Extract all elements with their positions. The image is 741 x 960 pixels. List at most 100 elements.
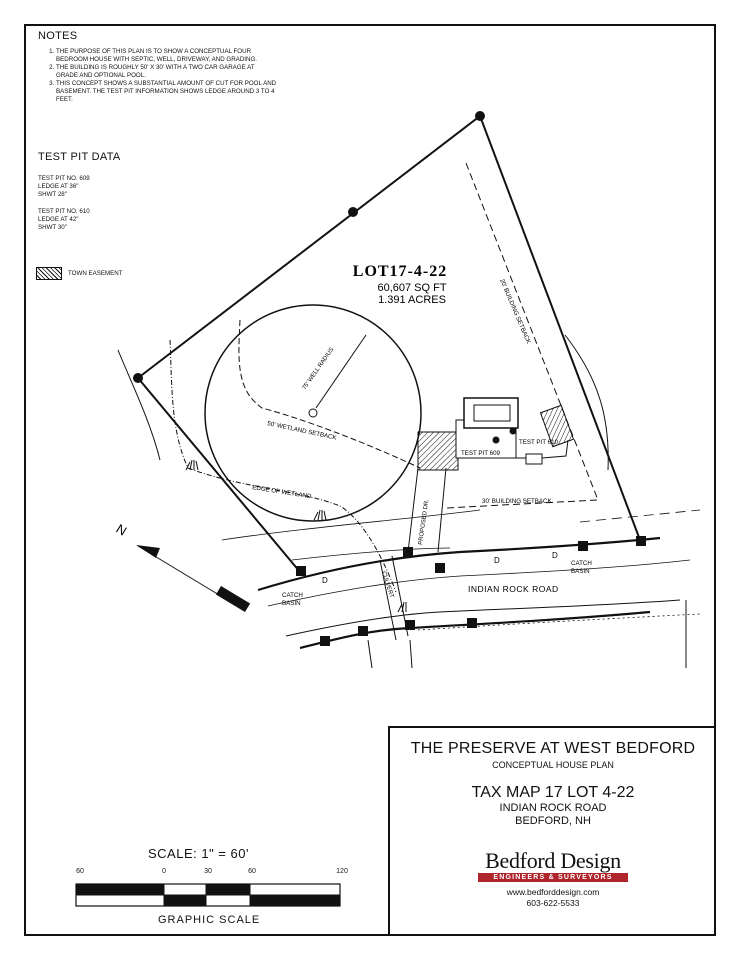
sewer-line: [541, 439, 569, 459]
note-item: THE BUILDING IS ROUGHLY 50' X 30' WITH A…: [56, 64, 278, 79]
lot-area-sqft: 60,607 SQ FT: [377, 282, 446, 294]
proposed-driveway-label: PROPOSED DR.: [418, 499, 430, 546]
contour-line: [221, 509, 481, 541]
graphic-scale-label: GRAPHIC SCALE: [158, 914, 261, 926]
utility-pole-icon: [403, 547, 413, 557]
utility-pole-icon: [320, 636, 330, 646]
company-website: www.bedforddesign.com: [506, 887, 600, 897]
septic-system: [539, 404, 575, 448]
utility-pole-icon: [296, 566, 306, 576]
catch-basin-label: BASIN: [571, 568, 590, 575]
pool-inner: [473, 404, 511, 422]
wetland-setback-label: 50' WETLAND SETBACK: [267, 420, 338, 442]
road-edge: [299, 610, 651, 650]
utility-pole-icon: [358, 626, 368, 636]
test-pit-ledge: LEDGE AT 36": [38, 183, 79, 190]
site-road: INDIAN ROCK ROAD: [499, 802, 607, 814]
test-pit-name: TEST PIT NO. 610: [38, 208, 90, 215]
well-radius-leader: [315, 334, 367, 409]
drain-label: D: [322, 576, 328, 585]
scale-ratio-label: SCALE: 1" = 60': [148, 846, 249, 861]
north-arrow-icon: [136, 545, 251, 613]
well-radius-label: 75' WELL RADIUS: [302, 347, 336, 391]
note-item: THE PURPOSE OF THIS PLAN IS TO SHOW A CO…: [56, 48, 278, 63]
company-phone: 603-622-5533: [526, 898, 580, 908]
test-pit-610-data: TEST PIT NO. 610 LEDGE AT 42" SHWT 30": [38, 208, 238, 232]
culvert: [367, 639, 413, 669]
test-pit-name: TEST PIT NO. 609: [38, 175, 90, 182]
company-name: Bedford Design: [485, 848, 621, 873]
edge-of-wetland-line: [169, 339, 397, 593]
lot-area-acres: 1.391 ACRES: [378, 294, 446, 306]
drain-label: D: [552, 551, 558, 560]
notes-list: THE PURPOSE OF THIS PLAN IS TO SHOW A CO…: [38, 48, 278, 103]
treeline: [564, 334, 609, 471]
utility-pole-icon: [578, 541, 588, 551]
utility-pole-icon: [405, 620, 415, 630]
easement-label: TOWN EASEMENT: [68, 270, 123, 277]
catch-basin-label: CATCH: [282, 592, 303, 599]
tax-map-label: TAX MAP 17 LOT 4-22: [471, 784, 635, 801]
utility-pole-icon: [435, 563, 445, 573]
test-pit-610-label: TEST PIT 610: [519, 439, 559, 446]
road-centerline: [267, 559, 691, 607]
house-footprint: [417, 431, 459, 471]
well-radius-circle: [204, 304, 422, 522]
road-edge: [417, 613, 701, 631]
boundary-monument-icon: [133, 373, 143, 383]
setback-30-label: 30' BUILDING SETBACK: [482, 498, 552, 505]
wetland-grass-icon: [185, 459, 199, 471]
company-tagline: ENGINEERS & SURVEYORS: [478, 873, 628, 882]
road-edge: [285, 599, 681, 637]
utility-pole-icon: [467, 618, 477, 628]
scale-tick-label: 0: [162, 868, 166, 875]
catch-basin-label: CATCH: [571, 560, 592, 567]
test-pit-609-label: TEST PIT 609: [461, 450, 501, 457]
utility-pole-icon: [636, 536, 646, 546]
notes-heading: NOTES: [38, 30, 78, 42]
project-subtitle: CONCEPTUAL HOUSE PLAN: [492, 760, 614, 770]
test-pit-609-icon: [492, 436, 500, 444]
test-pit-shwt: SHWT 28": [38, 191, 67, 198]
treeline: [117, 349, 161, 461]
test-pit-ledge: LEDGE AT 42": [38, 216, 79, 223]
graphic-scale-bar: [75, 883, 341, 907]
edge-of-wetland-label: EDGE OF WETLAND: [252, 484, 313, 500]
drain-label: D: [494, 556, 500, 565]
scale-tick-label: 60: [248, 868, 256, 875]
septic-tank: [525, 453, 543, 465]
scale-tick-label: 30: [204, 868, 212, 875]
contour-line: [579, 509, 701, 523]
lot-boundary: [136, 114, 641, 573]
test-pit-609-data: TEST PIT NO. 609 LEDGE AT 36" SHWT 28": [38, 175, 238, 199]
test-pit-shwt: SHWT 30": [38, 224, 67, 231]
catch-basin-label: BASIN: [282, 600, 301, 607]
proposed-driveway: [407, 467, 447, 553]
boundary-monument-icon: [348, 207, 358, 217]
project-title: THE PRESERVE AT WEST BEDFORD: [410, 740, 696, 757]
notes-section: NOTES THE PURPOSE OF THIS PLAN IS TO SHO…: [38, 30, 278, 104]
hatch-swatch-icon: [36, 267, 62, 280]
note-item: THIS CONCEPT SHOWS A SUBSTANTIAL AMOUNT …: [56, 80, 278, 103]
well-icon: [308, 408, 318, 418]
title-block: THE PRESERVE AT WEST BEDFORD CONCEPTUAL …: [388, 726, 716, 936]
lot-title: LOT17-4-22: [353, 263, 447, 280]
wetland-grass-icon: [313, 509, 327, 521]
building-setback-line: [445, 162, 599, 509]
easement-legend: TOWN EASEMENT: [36, 267, 123, 280]
scale-tick-label: 120: [336, 868, 348, 875]
road-name-label: INDIAN ROCK ROAD: [468, 584, 559, 594]
test-pit-section: TEST PIT DATA TEST PIT NO. 609 LEDGE AT …: [38, 151, 238, 241]
north-label: N: [114, 521, 130, 539]
test-pit-heading: TEST PIT DATA: [38, 151, 121, 163]
test-pit-610-icon: [509, 427, 517, 435]
scale-tick-label: 60: [76, 868, 84, 875]
culvert: [379, 555, 409, 641]
road-edge: [257, 536, 661, 592]
boundary-monument-icon: [475, 111, 485, 121]
drawing-frame: [24, 24, 716, 936]
site-town: BEDFORD, NH: [515, 815, 591, 827]
wetland-setback-line: [238, 319, 421, 469]
company-logo: Bedford Design ENGINEERS & SURVEYORS: [478, 850, 628, 882]
